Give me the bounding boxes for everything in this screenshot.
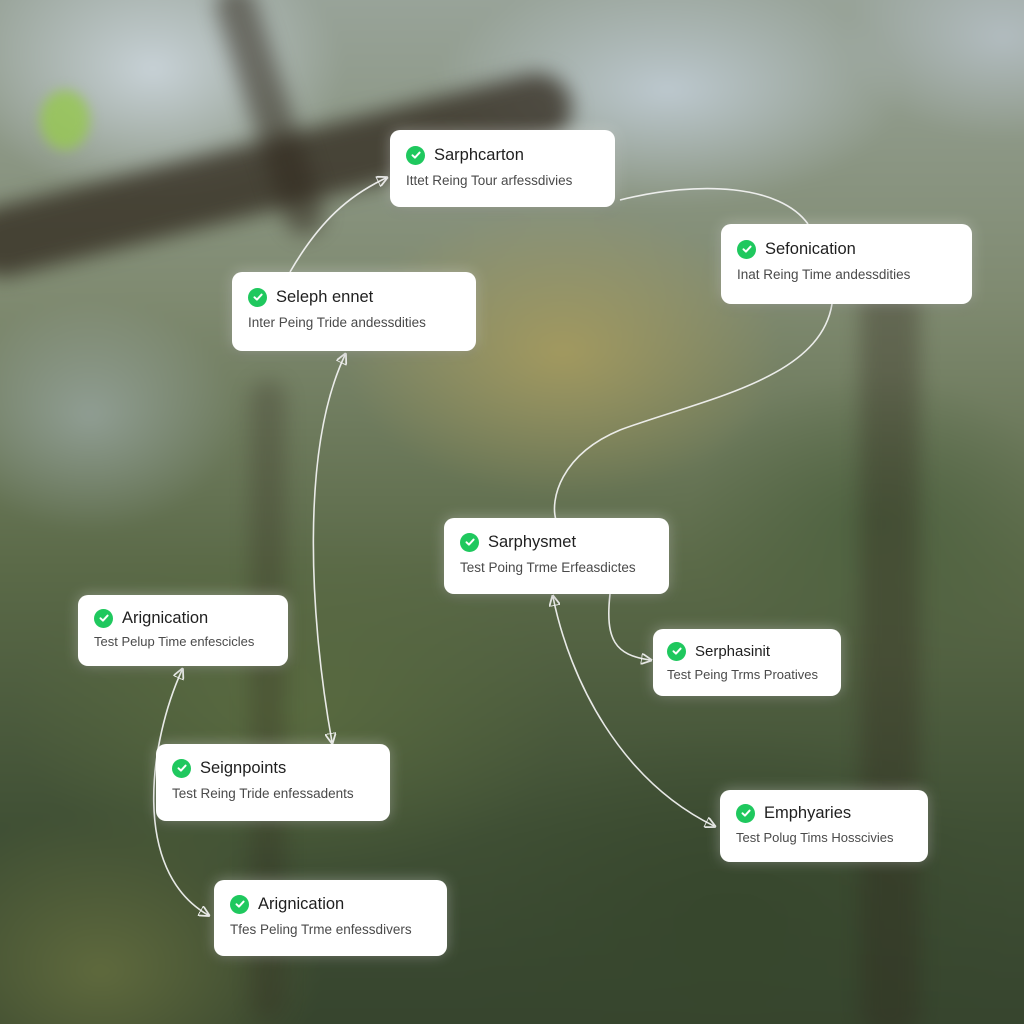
node-subtitle: Test Polug Tims Hosscivies: [736, 830, 894, 845]
connector-sarphysmet-to-emphyaries: [553, 597, 714, 826]
check-circle-icon: [667, 641, 686, 661]
node-title: Emphyaries: [764, 803, 852, 822]
node-subtitle: Test Peing Trms Proatives: [667, 667, 818, 682]
node-title: Seleph ennet: [276, 287, 374, 306]
node-title: Sefonication: [765, 239, 856, 258]
node-card-emphyaries[interactable]: Emphyaries Test Polug Tims Hosscivies: [720, 790, 928, 862]
node-subtitle: Inat Reing Time andessdities: [737, 267, 911, 282]
node-subtitle: Test Reing Tride enfessadents: [172, 786, 354, 801]
node-title: Arignication: [258, 894, 345, 913]
check-circle-icon: [736, 803, 755, 823]
node-card-sefonication[interactable]: Sefonication Inat Reing Time andessditie…: [721, 224, 972, 304]
check-circle-icon: [406, 145, 425, 165]
check-circle-icon: [230, 894, 249, 914]
connector-arignication-to-arignication: [152, 670, 208, 915]
node-card-seignpoints[interactable]: Seignpoints Test Reing Tride enfessadent…: [156, 744, 390, 821]
node-subtitle: Test Poing Trme Erfeasdictes: [460, 560, 636, 575]
connector-sarphysmet-to-serphasinit: [608, 593, 650, 660]
connector-seleph-to-sarphcarton: [289, 178, 386, 273]
node-subtitle: Test Pelup Time enfescicles: [94, 634, 255, 649]
node-subtitle: Ittet Reing Tour arfessdivies: [406, 173, 573, 188]
connector-sefonication-to-sarphysmet: [553, 303, 833, 521]
node-title: Serphasinit: [695, 642, 771, 660]
node-title: Sarphysmet: [488, 532, 577, 551]
node-title: Sarphcarton: [434, 145, 524, 164]
check-circle-icon: [172, 758, 191, 778]
node-title: Seignpoints: [200, 758, 287, 777]
node-card-seleph-ennet[interactable]: Seleph ennet Inter Peing Tride andessdit…: [232, 272, 476, 351]
check-circle-icon: [737, 239, 756, 259]
check-circle-icon: [460, 532, 479, 552]
node-card-sarphysmet[interactable]: Sarphysmet Test Poing Trme Erfeasdictes: [444, 518, 669, 594]
background-trunk: [860, 260, 920, 1024]
check-circle-icon: [94, 608, 113, 628]
node-subtitle: Inter Peing Tride andessdities: [248, 315, 426, 330]
node-card-serphasinit[interactable]: Serphasinit Test Peing Trms Proatives: [653, 629, 841, 696]
background-leaf: [40, 90, 90, 150]
node-title: Arignication: [122, 608, 209, 627]
connector-seleph-to-seignpoints: [312, 355, 345, 742]
node-subtitle: Tfes Peling Trme enfessdivers: [230, 922, 412, 937]
node-card-sarphcarton[interactable]: Sarphcarton Ittet Reing Tour arfessdivie…: [390, 130, 615, 207]
connector-sarphcarton-to-sefonication: [619, 187, 809, 225]
node-card-arignication-lower[interactable]: Arignication Tfes Peling Trme enfessdive…: [214, 880, 447, 956]
node-card-arignication-upper[interactable]: Arignication Test Pelup Time enfescicles: [78, 595, 288, 666]
check-circle-icon: [248, 287, 267, 307]
